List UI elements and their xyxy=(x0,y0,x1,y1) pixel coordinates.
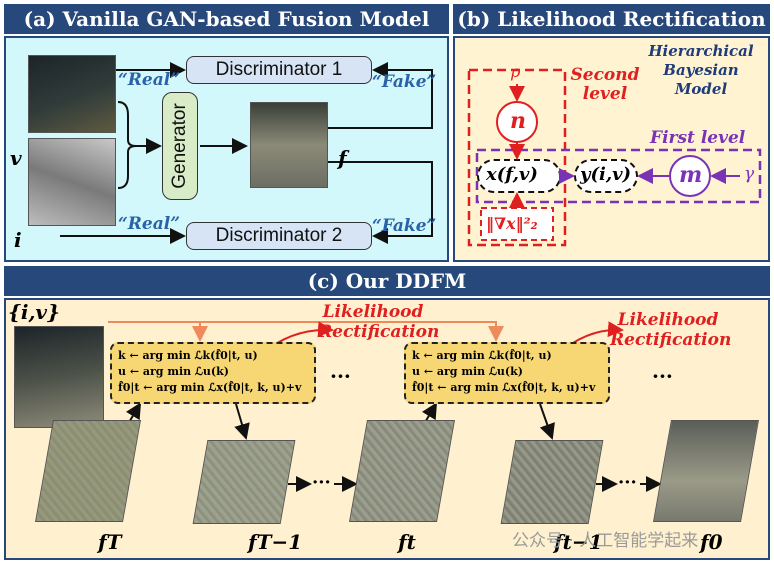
label-ft1: ft−1 xyxy=(554,530,603,554)
dots-mid-2: ··· xyxy=(618,472,637,493)
hierarchical-bayesian-model-label: Hierarchical Bayesian Model xyxy=(648,42,754,98)
likelihood-rectification-label-1: Likelihood Rectification xyxy=(318,302,440,342)
discriminator-1-box: Discriminator 1 xyxy=(186,56,372,84)
likelihood-rectification-label-2: Likelihood Rectification xyxy=(610,310,732,350)
noisy-image-ft1 xyxy=(500,440,604,524)
fake-label-bottom: “Fake” xyxy=(372,216,437,236)
visible-image-v xyxy=(28,55,116,133)
input-set-label: {i,v} xyxy=(8,300,60,324)
arrow-f-to-disc1 xyxy=(328,62,433,129)
input-image xyxy=(14,326,104,428)
m-node-label: m xyxy=(679,162,703,188)
i-label: i xyxy=(14,228,22,252)
second-level-label: Second level xyxy=(570,65,640,104)
noisy-image-fT xyxy=(35,420,141,522)
arrow-f-to-disc2 xyxy=(328,161,433,244)
generator-label: Generator xyxy=(169,103,190,189)
ellipsis-2: ··· xyxy=(652,364,673,388)
label-ft: ft xyxy=(398,530,416,554)
label-fT: fT xyxy=(98,530,122,554)
fused-image-f0 xyxy=(653,420,759,522)
equation-f: f̂0|t ← arg min ℒx(f̂0|t, k, u)+v xyxy=(118,381,302,394)
discriminator-2-box: Discriminator 2 xyxy=(186,222,372,250)
ellipsis-1: ··· xyxy=(330,364,351,388)
grad-node-label: ‖∇x‖²₂ xyxy=(486,214,538,233)
real-label-top: “Real” xyxy=(118,70,180,90)
update-equations-box-1: k ← arg min ℒk(f̂0|t, u) u ← arg min ℒu(… xyxy=(110,342,316,404)
equation-k: k ← arg min ℒk(f̂0|t, u) xyxy=(118,349,258,362)
noisy-image-ft xyxy=(349,420,455,522)
arrow-eq1-to-fT1 xyxy=(234,403,250,440)
arrow-eq2-to-ft1 xyxy=(539,403,555,440)
arrow-input-to-eq1 xyxy=(108,321,208,342)
panel-b-title: (b) Likelihood Rectification xyxy=(453,4,770,34)
equation-k: k ← arg min ℒk(f̂0|t, u) xyxy=(412,349,552,362)
noisy-image-fT1 xyxy=(192,440,296,524)
panel-a-title: (a) Vanilla GAN-based Fusion Model xyxy=(4,4,449,34)
fused-image-f xyxy=(250,102,328,188)
label-fT1: fT−1 xyxy=(248,530,303,554)
fake-label-top: “Fake” xyxy=(372,72,437,92)
second-level-region xyxy=(467,68,567,247)
watermark-text: 公众号 · 人工智能学起来 xyxy=(512,531,699,551)
y-node-label: y(i,v) xyxy=(580,164,632,185)
v-label: v xyxy=(10,146,22,170)
arrow-input-to-eq2 xyxy=(200,321,504,342)
equation-u: u ← arg min ℒu(k) xyxy=(412,365,523,378)
equation-f: f̂0|t ← arg min ℒx(f̂0|t, k, u)+v xyxy=(412,381,596,394)
grad-node-shape xyxy=(480,207,554,241)
brace xyxy=(117,101,137,189)
infrared-image-i xyxy=(28,138,116,226)
real-label-bottom: “Real” xyxy=(118,214,180,234)
panel-c-title: (c) Our DDFM xyxy=(4,266,770,296)
gamma-label: γ xyxy=(744,164,755,184)
f-label: f xyxy=(338,146,347,170)
dots-mid-1: ··· xyxy=(312,472,331,493)
equation-u: u ← arg min ℒu(k) xyxy=(118,365,229,378)
x-node-label: x(f,v) xyxy=(486,164,538,185)
n-node-label: n xyxy=(510,108,526,134)
generator-box: Generator xyxy=(162,92,198,200)
first-level-label: First level xyxy=(650,128,746,148)
rho-label: ρ xyxy=(511,62,521,81)
update-equations-box-2: k ← arg min ℒk(f̂0|t, u) u ← arg min ℒu(… xyxy=(404,342,610,404)
label-f0: f0 xyxy=(700,530,723,554)
